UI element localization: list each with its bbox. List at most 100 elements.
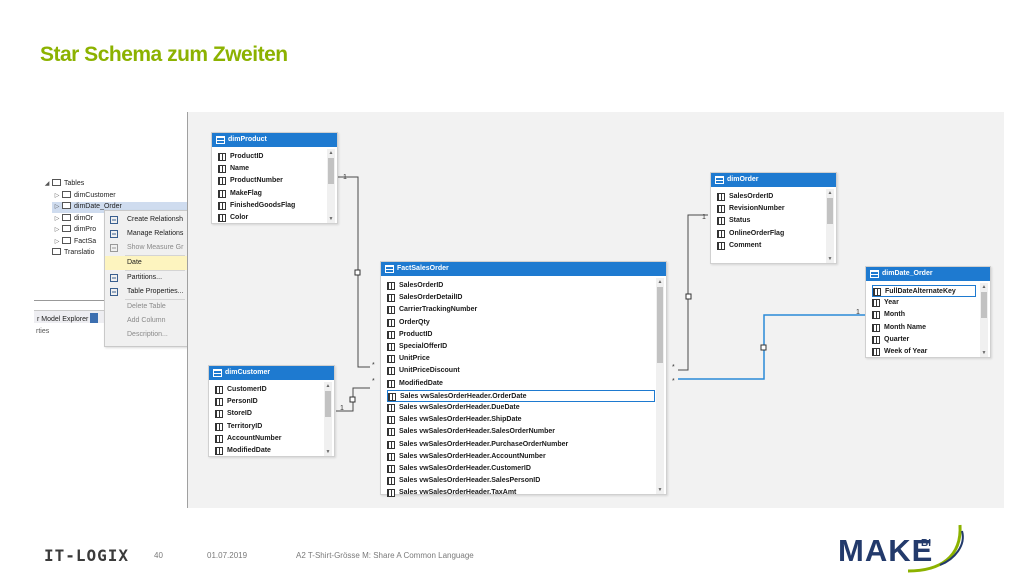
scroll-down-icon[interactable]: ▼ [328,216,334,222]
table-column[interactable]: MakeFlag [218,188,262,200]
context-menu-item[interactable]: Table Properties... [105,285,187,299]
model-explorer-tab[interactable]: r Model Explorer [34,310,105,323]
table-header[interactable]: dimDate_Order [866,267,990,281]
tree-item[interactable]: ▷dimPro [52,225,189,236]
table-scrollbar[interactable]: ▲▼ [656,278,664,494]
table-column[interactable]: OrderQty [387,317,430,329]
table-column[interactable]: AccountNumber [215,433,281,445]
table-column[interactable]: CustomerID [215,384,267,396]
scroll-up-icon[interactable]: ▲ [981,284,987,290]
scroll-up-icon[interactable]: ▲ [657,279,663,285]
table-column[interactable]: UnitPriceDiscount [387,365,460,377]
expand-arrow-icon[interactable]: ◢ [44,181,50,187]
table-column[interactable]: Color [218,212,248,224]
table-column[interactable]: Week of Year [872,346,927,358]
scroll-up-icon[interactable]: ▲ [325,383,331,389]
table-icon [216,136,225,144]
column-icon [872,335,880,344]
table-column[interactable]: Sales vwSalesOrderHeader.DueDate [387,402,520,414]
tree-item[interactable]: ▷dimOr [52,213,189,225]
context-menu-item[interactable]: Partitions... [105,271,187,285]
scroll-up-icon[interactable]: ▲ [827,190,833,196]
table-column[interactable]: FullDateAlternateKey [872,285,976,297]
table-column[interactable]: SpecialOfferID [387,341,447,353]
scroll-up-icon[interactable]: ▲ [328,150,334,156]
table-column[interactable]: Status [717,215,750,227]
table-column[interactable]: ProductID [387,329,432,341]
column-icon [215,410,223,419]
table-column[interactable]: Comment [717,240,761,252]
table-header[interactable]: dimCustomer [209,366,334,380]
table-column[interactable]: FinishedGoodsFlag [218,200,295,212]
table-scrollbar[interactable]: ▲▼ [980,283,988,357]
tree-item[interactable]: Translatio [42,248,189,259]
table-column[interactable]: ProductID [218,151,263,163]
table-column[interactable]: ProductNumber [218,175,283,187]
scroll-thumb[interactable] [827,198,833,224]
column-icon [387,440,395,449]
expand-arrow-icon[interactable]: ▷ [54,204,60,210]
table-header[interactable]: dimOrder [711,173,836,187]
table-scrollbar[interactable]: ▲▼ [826,189,834,263]
expand-arrow-icon[interactable]: ▷ [54,215,60,222]
scroll-thumb[interactable] [325,391,331,417]
table-column[interactable]: Sales vwSalesOrderHeader.SalesPersonID [387,475,540,487]
table-column[interactable]: Quarter [872,334,909,346]
table-scrollbar[interactable]: ▲▼ [324,382,332,456]
table-column[interactable]: CarrierTrackingNumber [387,304,477,316]
table-column[interactable]: UnitPrice [387,353,430,365]
table-column[interactable]: Name [218,163,249,175]
table-column[interactable]: SalesOrderID [387,280,443,292]
solution-explorer-tab[interactable] [90,313,99,323]
scroll-down-icon[interactable]: ▼ [827,256,833,262]
table-column[interactable]: Month Name [872,322,926,334]
tree-item[interactable]: ◢Tables [42,179,189,190]
tree-item[interactable]: ▷dimDate_Order [52,202,189,213]
table-column[interactable]: Sales vwSalesOrderHeader.CustomerID [387,463,531,475]
table-column[interactable]: ModifiedDate [387,378,443,390]
scroll-thumb[interactable] [657,287,663,363]
properties-tab[interactable]: rties [36,328,50,335]
table-column[interactable]: PersonID [215,396,258,408]
table-column[interactable]: RevisionNumber [717,203,785,215]
tree-item-label: Translatio [64,249,95,256]
table-column[interactable]: Sales vwSalesOrderHeader.ShipDate [387,414,522,426]
expand-arrow-icon[interactable]: ▷ [54,192,60,199]
table-column[interactable]: Month [872,309,905,321]
table-column[interactable]: ModifiedDate [215,445,271,457]
column-name: Sales vwSalesOrderHeader.SalesPersonID [399,477,541,485]
scroll-thumb[interactable] [328,158,334,184]
expand-arrow-icon[interactable]: ▷ [54,227,60,233]
context-menu-item[interactable]: Date [105,256,187,270]
expand-arrow-icon[interactable]: ▷ [54,238,60,245]
scroll-down-icon[interactable]: ▼ [981,350,987,356]
tree-item[interactable]: ▷FactSa [52,236,189,248]
context-menu-item[interactable]: Manage Relations [105,227,187,241]
table-column[interactable]: Sales vwSalesOrderHeader.PurchaseOrderNu… [387,439,568,451]
table-column[interactable]: OnlineOrderFlag [717,228,784,240]
tree-item[interactable]: ▷dimCustomer [52,190,189,202]
table-column[interactable]: TerritoryID [215,421,262,433]
model-explorer-tab-label[interactable]: r Model Explorer [37,316,89,323]
table-column[interactable]: Sales vwSalesOrderHeader.AccountNumber [387,451,546,463]
scroll-thumb[interactable] [981,292,987,318]
table-column[interactable]: SalesOrderID [717,191,773,203]
scroll-down-icon[interactable]: ▼ [657,487,663,493]
table-scrollbar[interactable]: ▲▼ [327,149,335,223]
table-header[interactable]: dimProduct [212,133,337,147]
table-column[interactable]: Sales vwSalesOrderHeader.OrderDate [387,389,655,402]
table-header[interactable]: FactSalesOrder [381,262,666,276]
scroll-down-icon[interactable]: ▼ [325,449,331,455]
table-column[interactable]: Year [872,297,899,309]
table-column[interactable]: Sales vwSalesOrderHeader.SalesOrderNumbe… [387,426,555,438]
table-column[interactable]: Sales vwSalesOrderHeader.TaxAmt [387,487,516,499]
table-column[interactable]: StoreID [215,408,252,420]
table-column[interactable]: SalesOrderDetailID [387,292,462,304]
context-menu-item[interactable]: Create Relationsh [105,213,187,227]
